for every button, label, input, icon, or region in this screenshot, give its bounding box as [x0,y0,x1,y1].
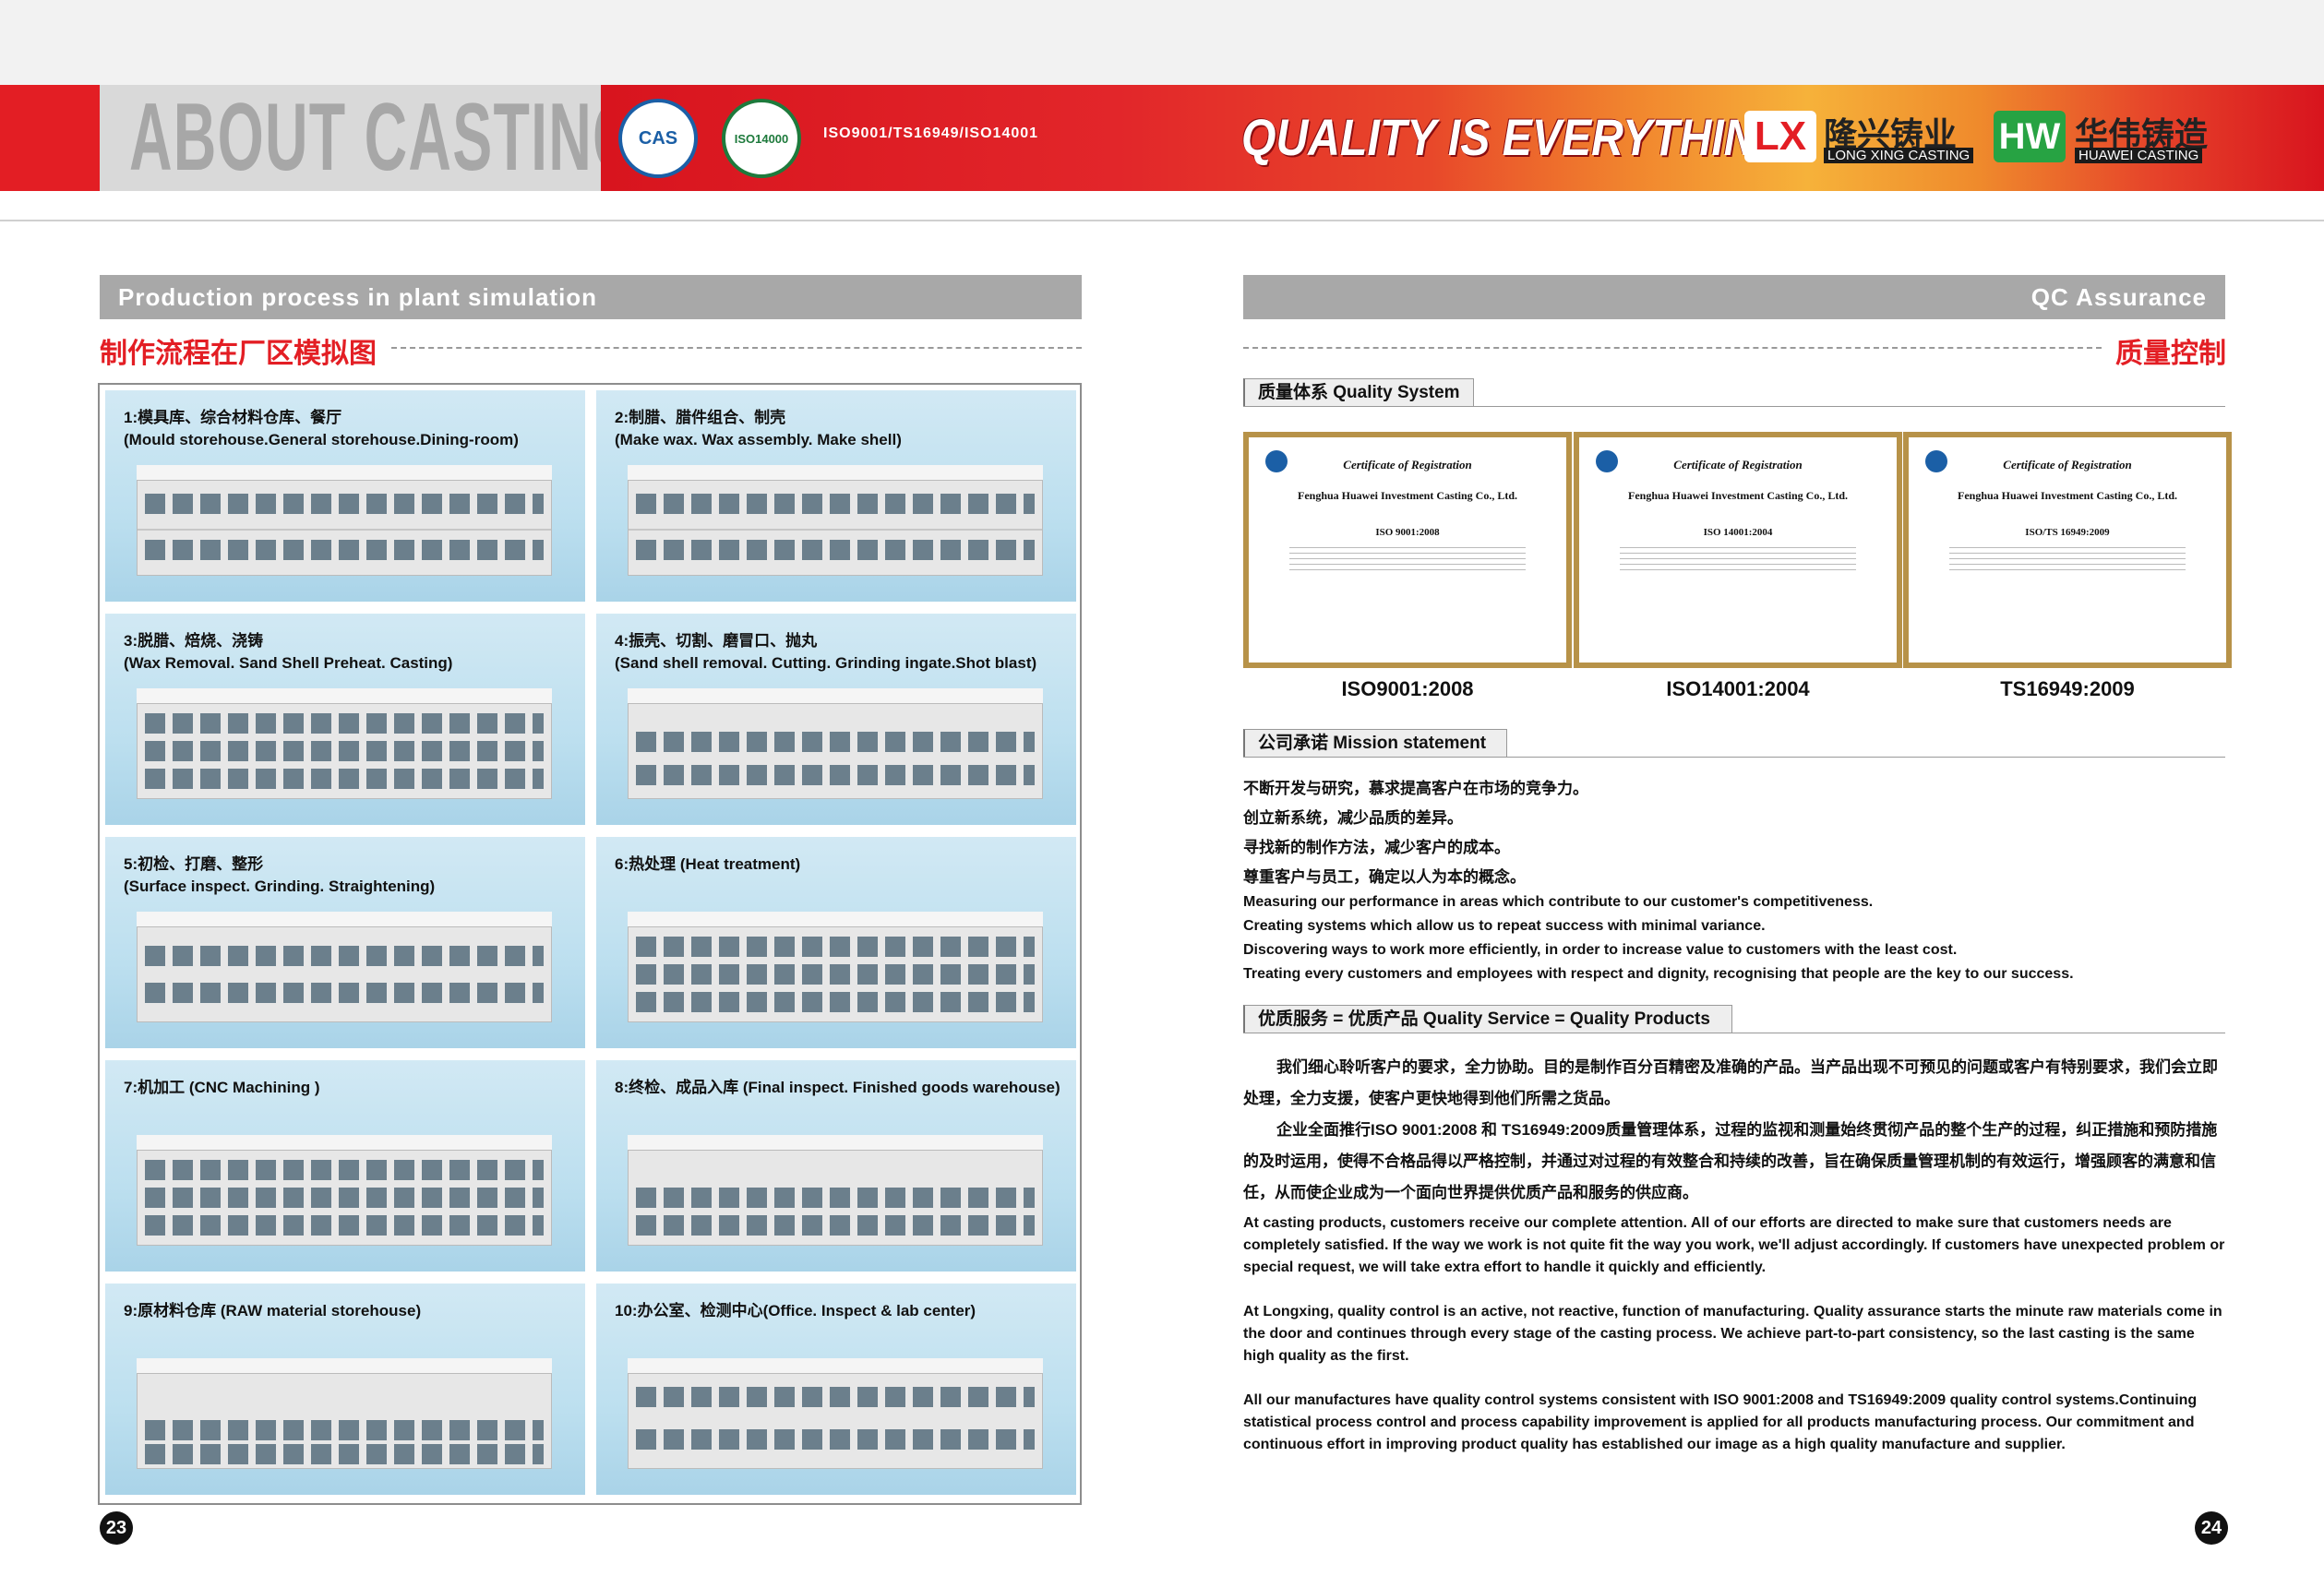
nsf-logo-icon [1925,450,1947,472]
longxing-name-cn: 隆兴铸业 [1824,115,1958,153]
building-illustration [137,912,552,1022]
certificate-iso9001: Certificate of Registration Fenghua Huaw… [1243,432,1572,668]
panel-caption: 6:热处理 (Heat treatment) [615,855,801,873]
mission-cn-line: 创立新系统，减少品质的差异。 [1243,809,1463,827]
building-illustration [137,465,552,576]
mission-label: 公司承诺 Mission statement [1243,729,1507,757]
mission-en-line: Measuring our performance in areas which… [1243,894,1874,910]
mission-en-line: Treating every customers and employees w… [1243,966,2074,982]
certificate-caption: ISO14001:2004 [1666,677,1810,700]
subhead-underline [1243,757,2225,758]
panel-caption: 2:制腊、腊件组合、制壳(Make wax. Wax assembly. Mak… [615,409,902,448]
service-en-paragraph: All our manufactures have quality contro… [1243,1392,2198,1452]
mission-en-line: Creating systems which allow us to repea… [1243,918,1766,934]
section-title-cn: 质量控制 [2115,339,2226,369]
huawei-name-en: HUAWEI CASTING [2075,148,2203,163]
process-panel-4: 4:振壳、切割、磨冒口、抛丸(Sand shell removal. Cutti… [594,612,1078,827]
service-cn-paragraph: 我们细心聆听客户的要求，全力协助。目的是制作百分百精密及准确的产品。当产品出现不… [1243,1058,2218,1107]
nsf-logo-icon [1265,450,1288,472]
certificate-caption: ISO9001:2008 [1341,677,1474,700]
quality-system-label: 质量体系 Quality System [1243,378,1474,406]
mission-cn-line: 寻找新的制作方法，减少客户的成本。 [1243,839,1510,856]
mission-en-line: Discovering ways to work more efficientl… [1243,942,1958,958]
panel-caption: 5:初检、打磨、整形(Surface inspect. Grinding. St… [124,855,436,895]
dashed-divider [1243,347,2102,349]
section-title-cn: 制作流程在厂区模拟图 [100,339,377,369]
panel-caption: 1:模具库、综合材料仓库、餐厅(Mould storehouse.General… [124,409,519,448]
process-panel-2: 2:制腊、腊件组合、制壳(Make wax. Wax assembly. Mak… [594,388,1078,603]
certificate-caption: TS16949:2009 [2000,677,2135,700]
service-en-paragraph: At casting products, customers receive o… [1243,1215,2225,1275]
iso14000-seal-icon: ISO14000 [722,99,801,178]
header-red-block [0,85,100,191]
dashed-divider [391,347,1082,349]
building-illustration [628,1358,1043,1469]
header-grey-block [0,85,601,191]
huawei-name-cn: 华伟铸造 [2075,115,2209,153]
page-number-right: 24 [2195,1511,2228,1545]
mission-cn-line: 不断开发与研究，慕求提高客户在市场的竞争力。 [1243,780,1588,797]
certificate-ts16949: Certificate of Registration Fenghua Huaw… [1903,432,2232,668]
building-illustration [137,1135,552,1246]
process-panel-3: 3:脱腊、焙烧、浇铸(Wax Removal. Sand Shell Prehe… [103,612,587,827]
process-panel-8: 8:终检、成品入库 (Final inspect. Finished goods… [594,1058,1078,1273]
service-en-paragraph: At Longxing, quality control is an activ… [1243,1304,2222,1364]
building-illustration [628,1135,1043,1246]
building-illustration [628,465,1043,576]
process-panel-1: 1:模具库、综合材料仓库、餐厅(Mould storehouse.General… [103,388,587,603]
building-illustration [137,1358,552,1469]
panel-caption: 10:办公室、检测中心(Office. Inspect & lab center… [615,1302,976,1319]
longxing-name-en: LONG XING CASTING [1824,148,1974,163]
process-panel-9: 9:原材料仓库 (RAW material storehouse) [103,1282,587,1497]
panel-caption: 8:终检、成品入库 (Final inspect. Finished goods… [615,1079,1060,1096]
longxing-logo-icon: LX [1744,111,1816,162]
process-grid: 1:模具库、综合材料仓库、餐厅(Mould storehouse.General… [98,383,1082,1505]
process-panel-7: 7:机加工 (CNC Machining ) [103,1058,587,1273]
subhead-underline [1243,406,2225,407]
building-illustration [628,912,1043,1022]
top-band [0,0,2324,85]
building-illustration [628,688,1043,799]
header-divider [0,220,2324,221]
process-panel-6: 6:热处理 (Heat treatment) [594,835,1078,1050]
service-label: 优质服务 = 优质产品 Quality Service = Quality Pr… [1243,1005,1732,1033]
certifications-text: ISO9001/TS16949/ISO14001 [823,125,1039,141]
building-illustration [137,688,552,799]
nsf-logo-icon [1596,450,1618,472]
page-title: ABOUT CASTING [129,84,641,191]
section-bar-qc: QC Assurance [1243,275,2225,319]
certificate-iso14001: Certificate of Registration Fenghua Huaw… [1574,432,1902,668]
panel-caption: 7:机加工 (CNC Machining ) [124,1079,320,1096]
mission-cn-line: 尊重客户与员工，确定以人为本的概念。 [1243,868,1526,886]
panel-caption: 4:振壳、切割、磨冒口、抛丸(Sand shell removal. Cutti… [615,632,1037,672]
page-number-left: 23 [100,1511,133,1545]
slogan: QUALITY IS EVERYTHING [1241,108,1791,166]
process-panel-5: 5:初检、打磨、整形(Surface inspect. Grinding. St… [103,835,587,1050]
section-bar-production: Production process in plant simulation [100,275,1082,319]
service-cn-paragraph: 企业全面推行ISO 9001:2008 和 TS16949:2009质量管理体系… [1243,1121,2218,1201]
panel-caption: 3:脱腊、焙烧、浇铸(Wax Removal. Sand Shell Prehe… [124,632,453,672]
iso9001-seal-icon: CAS [618,99,698,178]
process-panel-10: 10:办公室、检测中心(Office. Inspect & lab center… [594,1282,1078,1497]
panel-caption: 9:原材料仓库 (RAW material storehouse) [124,1302,422,1319]
huawei-logo-icon: HW [1994,111,2066,162]
